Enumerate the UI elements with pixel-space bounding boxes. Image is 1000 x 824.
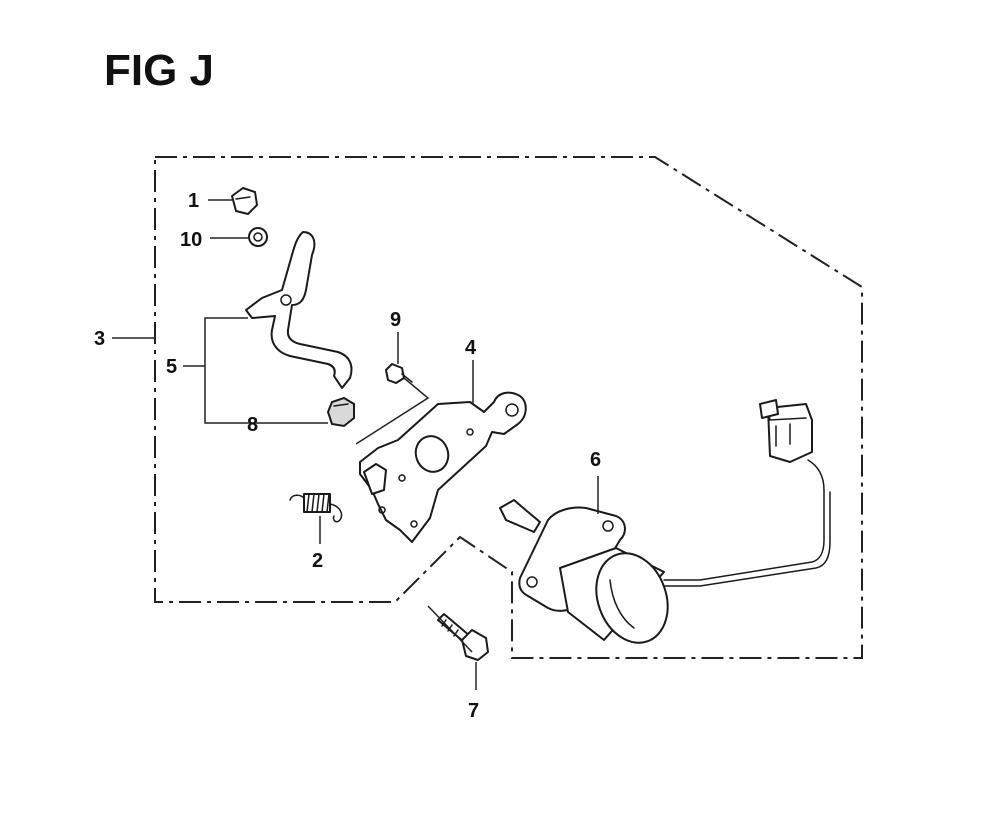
callout-7: 7: [468, 700, 479, 722]
callout-2: 2: [312, 550, 323, 572]
part-8-collar: [326, 396, 355, 428]
assembly-boundary: [154, 156, 863, 659]
part-2-spring: [289, 493, 343, 523]
callout-9: 9: [390, 309, 401, 331]
callout-4: 4: [465, 337, 477, 359]
part-7-bolt: [437, 613, 489, 661]
figure-title: FIG J: [104, 46, 214, 95]
callout-1: 1: [188, 190, 199, 212]
callout-8: 8: [247, 414, 258, 436]
callout-6: 6: [590, 449, 601, 471]
callout-10: 10: [180, 229, 202, 251]
part-10-nut: [248, 227, 268, 247]
callout-3: 3: [94, 328, 105, 350]
callout-5: 5: [166, 356, 177, 378]
part-1-cap: [231, 187, 258, 215]
part-9-screw: [385, 363, 413, 384]
part-4-bracket-plate: [359, 391, 527, 543]
part-6-solenoid: [499, 399, 831, 644]
part-5-lever-arm: [245, 231, 353, 389]
